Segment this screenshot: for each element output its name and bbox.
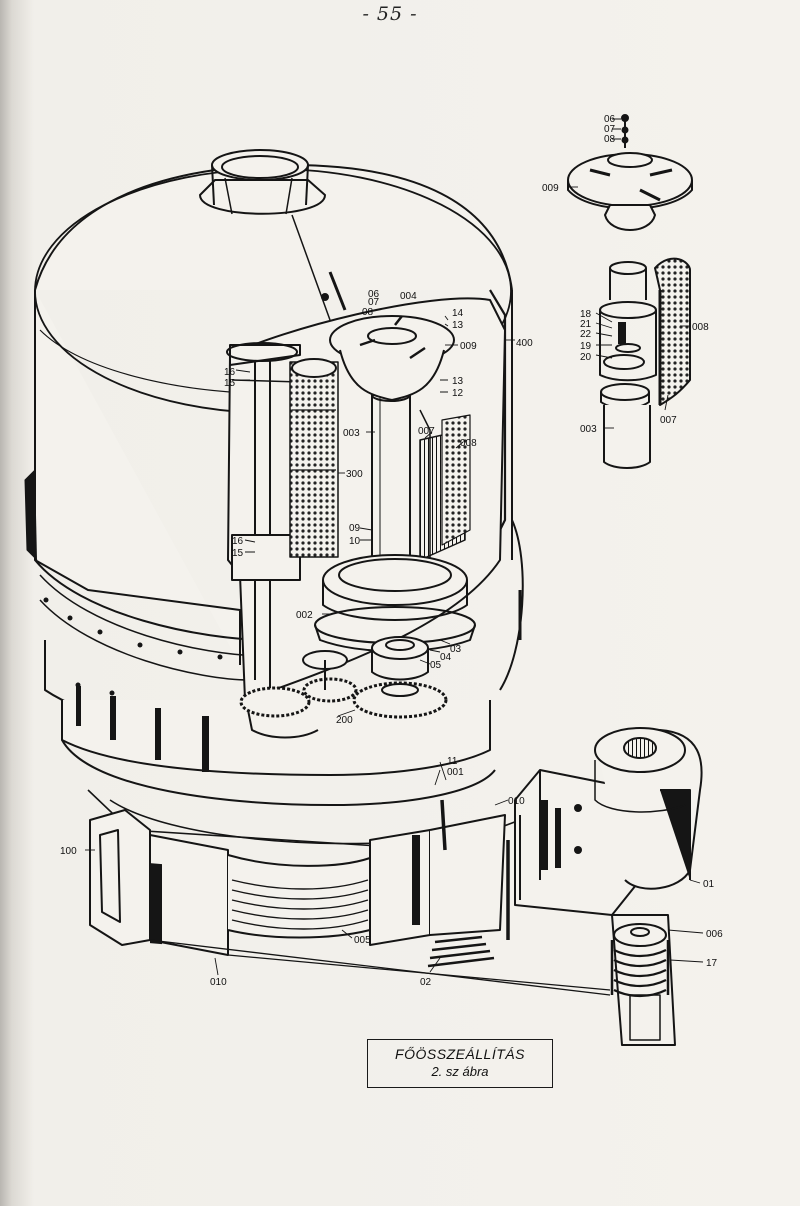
label-09: 09 — [349, 523, 361, 534]
motor-assembly — [514, 727, 703, 1046]
label-14: 14 — [452, 308, 464, 319]
cutaway-section — [226, 297, 506, 739]
label-200: 200 — [336, 715, 353, 726]
label-009-mid: 009 — [460, 341, 477, 352]
exploded-detail — [567, 114, 693, 469]
label-13-b: 13 — [452, 376, 464, 387]
label-22: 22 — [580, 329, 592, 340]
label-002: 002 — [296, 610, 313, 621]
caption-title: FŐÖSSZEÁLLÍTÁS — [395, 1046, 525, 1062]
label-18: 18 — [580, 309, 592, 320]
label-400: 400 — [516, 338, 533, 349]
label-08-mid: 08 — [362, 307, 374, 318]
label-007-mid: 007 — [418, 426, 435, 437]
page-number: - 55 - — [362, 3, 418, 25]
label-02: 02 — [420, 977, 432, 988]
label-16: 16 — [224, 367, 236, 378]
label-001: 001 — [447, 767, 464, 778]
label-03: 03 — [450, 644, 462, 655]
label-006: 006 — [706, 929, 723, 940]
label-12: 12 — [452, 388, 464, 399]
label-008-mid: 008 — [460, 438, 477, 449]
leader-lines — [85, 118, 704, 976]
label-20: 20 — [580, 352, 592, 363]
gear-train — [239, 636, 448, 739]
label-07: 07 — [604, 124, 616, 135]
label-010-b: 010 — [210, 977, 227, 988]
label-16-b: 16 — [232, 536, 244, 547]
part-labels: 06 07 08 009 18 21 22 19 20 008 003 007 … — [60, 114, 723, 988]
figure-caption: FŐÖSSZEÁLLÍTÁS 2. sz ábra — [367, 1039, 553, 1088]
label-19: 19 — [580, 341, 592, 352]
label-11: 11 — [447, 756, 458, 767]
label-100: 100 — [60, 846, 77, 857]
base-frame — [87, 789, 611, 996]
label-13: 13 — [452, 320, 464, 331]
label-01: 01 — [703, 879, 715, 890]
label-08: 08 — [604, 134, 616, 145]
label-15-b: 15 — [232, 548, 244, 559]
label-003-mid: 003 — [343, 428, 360, 439]
label-004: 004 — [400, 291, 417, 302]
label-17: 17 — [706, 958, 718, 969]
label-15: 15 — [224, 378, 236, 389]
label-010: 010 — [508, 796, 525, 807]
label-009: 009 — [542, 183, 559, 194]
label-04: 04 — [440, 652, 452, 663]
caption-subtitle: 2. sz ábra — [431, 1064, 489, 1079]
label-007: 007 — [660, 415, 677, 426]
label-21: 21 — [580, 319, 592, 330]
label-300: 300 — [346, 469, 363, 480]
label-008: 008 — [692, 322, 709, 333]
label-07-mid: 07 — [368, 297, 380, 308]
inlet-pipe — [199, 149, 347, 321]
label-05: 05 — [430, 660, 442, 671]
label-005: 005 — [354, 935, 371, 946]
label-003: 003 — [580, 424, 597, 435]
label-10: 10 — [349, 536, 361, 547]
label-06-mid: 06 — [368, 289, 380, 300]
label-06: 06 — [604, 114, 616, 125]
